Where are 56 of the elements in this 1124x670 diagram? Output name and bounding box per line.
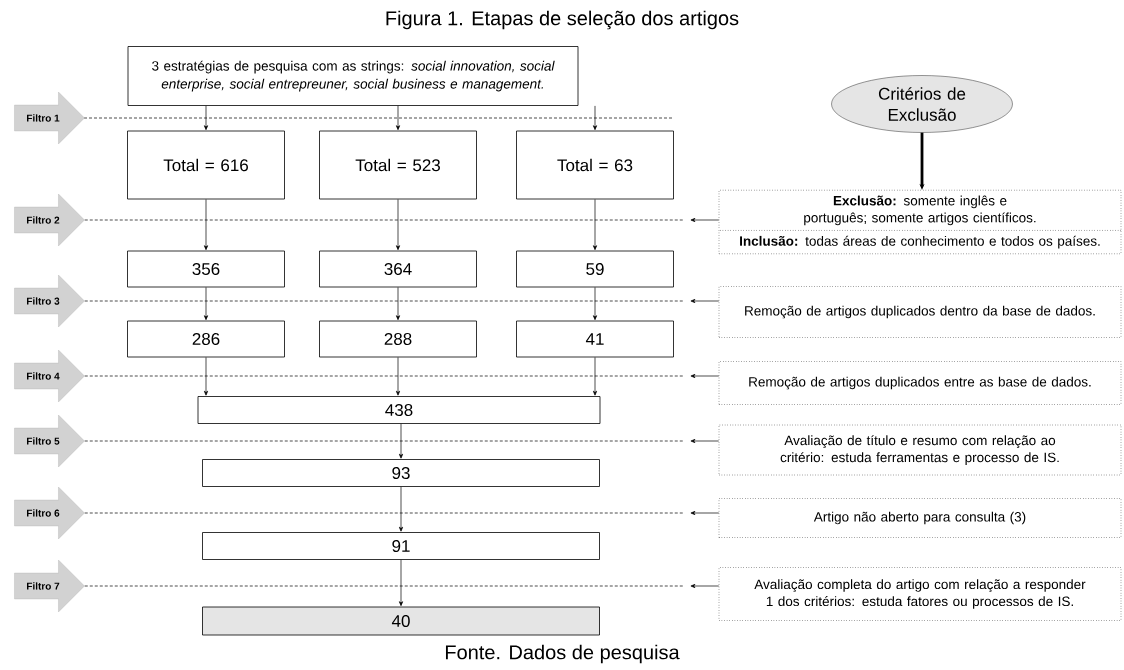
process-box: 59 (516, 250, 674, 288)
dashed-line (84, 585, 685, 587)
filter-tag: Filtro 2 (14, 193, 85, 247)
process-box: 3 estratégias de pesquisa com as strings: social innovation, social enterprise, social entrepreuner, social business e management. (127, 46, 579, 106)
arrow (203, 357, 209, 396)
process-box: Total = 63 (516, 130, 674, 200)
arrow (592, 199, 598, 251)
criteria-box: Exclusão: somente inglês e português; somente artigos científicos. Inclusão: todas áreas de conhecimento e todos os países. (718, 189, 1122, 255)
filter-tag: Filtro 7 (14, 559, 85, 613)
dashed-line (84, 300, 685, 302)
arrow (690, 298, 720, 304)
dashed-line (84, 219, 685, 221)
figure-title: Figura 1. Etapas de seleção dos artigos (386, 10, 739, 30)
process-box: 286 (127, 320, 285, 358)
process-box: 288 (319, 320, 477, 358)
dashed-line (84, 512, 685, 514)
filter-tag: Filtro 1 (14, 91, 85, 145)
arrow (398, 486, 404, 532)
arrow (592, 105, 598, 131)
arrow (395, 105, 401, 131)
arrow (203, 199, 209, 251)
arrow (395, 357, 401, 396)
process-box: 356 (127, 250, 285, 288)
filter-tag: Filtro 3 (14, 274, 85, 328)
arrow (398, 559, 404, 607)
dashed-line (84, 440, 685, 442)
process-box: Total = 616 (127, 130, 285, 200)
criteria-box: Artigo não aberto para consulta (3) (718, 498, 1122, 538)
process-box: 364 (319, 250, 477, 288)
criteria-box: Avaliação de título e resumo com relação ao critério: estuda ferramentas e processo de IS. (718, 424, 1122, 476)
process-box: 438 (197, 396, 601, 424)
filter-tag: Filtro 4 (14, 349, 85, 403)
arrow (592, 357, 598, 396)
arrow (592, 287, 598, 321)
process-box: 41 (516, 320, 674, 358)
arrow (203, 287, 209, 321)
arrow (690, 438, 720, 444)
criteria-box: Remoção de artigos duplicados dentro da base de dados. (718, 286, 1122, 338)
arrow (398, 423, 404, 459)
process-box: Total = 523 (319, 130, 477, 200)
arrow (395, 199, 401, 251)
result-box: 40 (202, 606, 600, 636)
criteria-box: Avaliação completa do artigo com relação a responder 1 dos critérios: estuda fatores ou processos de IS. (718, 567, 1122, 621)
arrow (690, 373, 720, 379)
dashed-line (84, 375, 685, 377)
arrow (203, 105, 209, 131)
filter-tag: Filtro 5 (14, 414, 85, 468)
arrow (690, 217, 720, 223)
process-box: 93 (202, 459, 600, 487)
filter-tag: Filtro 6 (14, 486, 85, 540)
process-box: 91 (202, 532, 600, 560)
figure-caption: Fonte. Dados de pesquisa (446, 644, 680, 664)
arrow (690, 510, 720, 516)
arrow (395, 287, 401, 321)
criteria-box: Remoção de artigos duplicados entre as base de dados. (718, 361, 1122, 405)
arrow (690, 583, 720, 589)
